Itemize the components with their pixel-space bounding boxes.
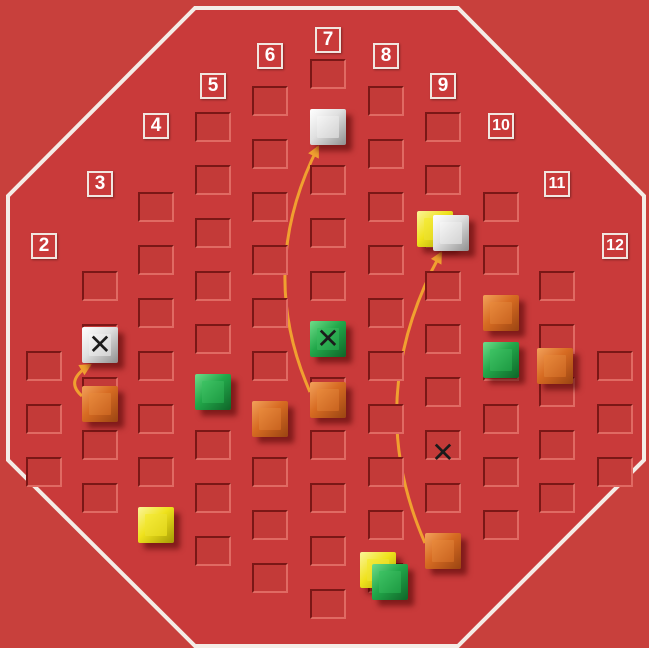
- slot-col6-1[interactable]: [252, 563, 288, 593]
- piece-white-col9[interactable]: [433, 215, 469, 251]
- piece-orange-col7[interactable]: [310, 382, 346, 418]
- slot-col5-7[interactable]: [195, 218, 231, 248]
- slot-col6-5[interactable]: [252, 351, 288, 381]
- slot-col7-7[interactable]: [310, 271, 346, 301]
- slot-col4-2[interactable]: [138, 457, 174, 487]
- slot-col5-6[interactable]: [195, 271, 231, 301]
- column-label-4: 4: [143, 113, 169, 139]
- slot-col5-8[interactable]: [195, 165, 231, 195]
- x-mark-icon: ✕: [88, 331, 111, 359]
- slot-col9-8[interactable]: [425, 165, 461, 195]
- slot-col9-4[interactable]: [425, 377, 461, 407]
- piece-white-col7[interactable]: [310, 109, 346, 145]
- piece-white-col3[interactable]: ✕: [82, 327, 118, 363]
- slot-col12-2[interactable]: [597, 404, 633, 434]
- column-label-2: 2: [31, 233, 57, 259]
- slot-col4-3[interactable]: [138, 404, 174, 434]
- slot-col9-5[interactable]: [425, 324, 461, 354]
- piece-orange-col10[interactable]: [483, 295, 519, 331]
- slot-col12-1[interactable]: [597, 457, 633, 487]
- slot-col8-5[interactable]: [368, 351, 404, 381]
- slot-col12-3[interactable]: [597, 351, 633, 381]
- slot-col8-4[interactable]: [368, 404, 404, 434]
- piece-green-col8[interactable]: [372, 564, 408, 600]
- slot-col9-2[interactable]: [425, 483, 461, 513]
- column-label-3: 3: [87, 171, 113, 197]
- piece-orange-col9[interactable]: [425, 533, 461, 569]
- slot-col9-6[interactable]: [425, 271, 461, 301]
- slot-col6-2[interactable]: [252, 510, 288, 540]
- slot-col7-9[interactable]: [310, 165, 346, 195]
- slot-col7-11[interactable]: [310, 59, 346, 89]
- slot-col7-3[interactable]: [310, 483, 346, 513]
- slot-col6-9[interactable]: [252, 139, 288, 169]
- column-label-9: 9: [430, 73, 456, 99]
- slot-col11-2[interactable]: [539, 430, 575, 460]
- slot-col7-8[interactable]: [310, 218, 346, 248]
- column-label-7: 7: [315, 27, 341, 53]
- slot-col5-2[interactable]: [195, 483, 231, 513]
- slot-col4-4[interactable]: [138, 351, 174, 381]
- column-label-8: 8: [373, 43, 399, 69]
- slot-col6-10[interactable]: [252, 86, 288, 116]
- slot-col10-3[interactable]: [483, 404, 519, 434]
- slot-col11-1[interactable]: [539, 483, 575, 513]
- slot-col3-1[interactable]: [82, 483, 118, 513]
- column-label-12: 12: [602, 233, 628, 259]
- slot-col8-8[interactable]: [368, 192, 404, 222]
- column-label-6: 6: [257, 43, 283, 69]
- x-marker-icon: ✕: [425, 434, 461, 470]
- slot-col5-1[interactable]: [195, 536, 231, 566]
- slot-col2-1[interactable]: [26, 457, 62, 487]
- piece-green-col5[interactable]: [195, 374, 231, 410]
- slot-col9-9[interactable]: [425, 112, 461, 142]
- slot-col8-3[interactable]: [368, 457, 404, 487]
- x-mark-icon: ✕: [316, 325, 339, 353]
- column-label-10: 10: [488, 113, 514, 139]
- piece-orange-col6[interactable]: [252, 401, 288, 437]
- slot-col11-5[interactable]: [539, 271, 575, 301]
- slot-col6-8[interactable]: [252, 192, 288, 222]
- piece-orange-col12[interactable]: [537, 348, 573, 384]
- slot-col3-5[interactable]: [82, 271, 118, 301]
- slot-col7-1[interactable]: [310, 589, 346, 619]
- slot-col10-2[interactable]: [483, 457, 519, 487]
- slot-col5-5[interactable]: [195, 324, 231, 354]
- slot-col10-1[interactable]: [483, 510, 519, 540]
- slot-col8-10[interactable]: [368, 86, 404, 116]
- slot-col6-3[interactable]: [252, 457, 288, 487]
- slot-col7-2[interactable]: [310, 536, 346, 566]
- slot-col5-3[interactable]: [195, 430, 231, 460]
- piece-green-col7[interactable]: ✕: [310, 321, 346, 357]
- column-label-11: 11: [544, 171, 570, 197]
- slot-col4-6[interactable]: [138, 245, 174, 275]
- slot-col7-4[interactable]: [310, 430, 346, 460]
- slot-col8-2[interactable]: [368, 510, 404, 540]
- slot-col4-5[interactable]: [138, 298, 174, 328]
- slot-col10-6[interactable]: [483, 245, 519, 275]
- slot-col6-6[interactable]: [252, 298, 288, 328]
- slot-col2-3[interactable]: [26, 351, 62, 381]
- column-label-5: 5: [200, 73, 226, 99]
- slot-col3-2[interactable]: [82, 430, 118, 460]
- piece-yellow-col4[interactable]: [138, 507, 174, 543]
- slot-col8-7[interactable]: [368, 245, 404, 275]
- slot-col2-2[interactable]: [26, 404, 62, 434]
- slot-col8-6[interactable]: [368, 298, 404, 328]
- slot-col8-9[interactable]: [368, 139, 404, 169]
- piece-green-col10[interactable]: [483, 342, 519, 378]
- piece-orange-col3[interactable]: [82, 386, 118, 422]
- slot-col6-7[interactable]: [252, 245, 288, 275]
- slot-col10-7[interactable]: [483, 192, 519, 222]
- slot-col5-9[interactable]: [195, 112, 231, 142]
- slot-col4-7[interactable]: [138, 192, 174, 222]
